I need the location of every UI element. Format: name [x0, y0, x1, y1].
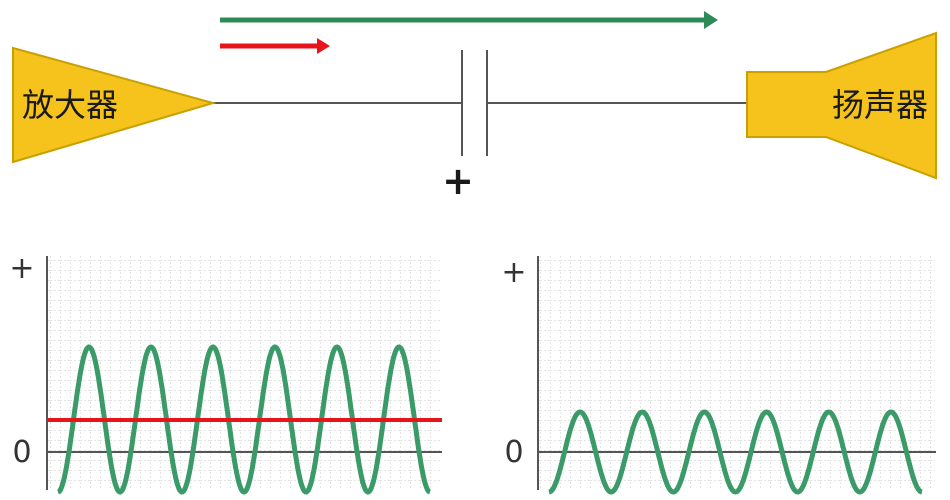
speaker-label: 扬声器	[832, 86, 928, 124]
output-waveform-chart: + 0	[501, 255, 936, 495]
ac-signal-arrow	[220, 11, 718, 29]
dc-signal-arrow	[220, 38, 330, 54]
y-axis-zero-label: 0	[504, 435, 523, 470]
speaker: 扬声器	[746, 31, 937, 180]
chart-grid	[48, 256, 440, 490]
ac-waveform-line	[57, 344, 431, 495]
amplifier-label: 放大器	[22, 86, 118, 124]
capacitor-polarity-label: +	[442, 159, 474, 203]
capacitor	[461, 50, 488, 156]
circuit: + 放大器 扬声器	[12, 11, 937, 203]
y-axis-plus-label: +	[501, 255, 526, 290]
y-axis-zero-label: 0	[12, 435, 31, 470]
input-waveform-chart: + 0	[9, 251, 442, 495]
amplifier: 放大器	[12, 46, 217, 164]
y-axis-plus-label: +	[9, 251, 34, 286]
ac-waveform-line	[548, 409, 923, 495]
